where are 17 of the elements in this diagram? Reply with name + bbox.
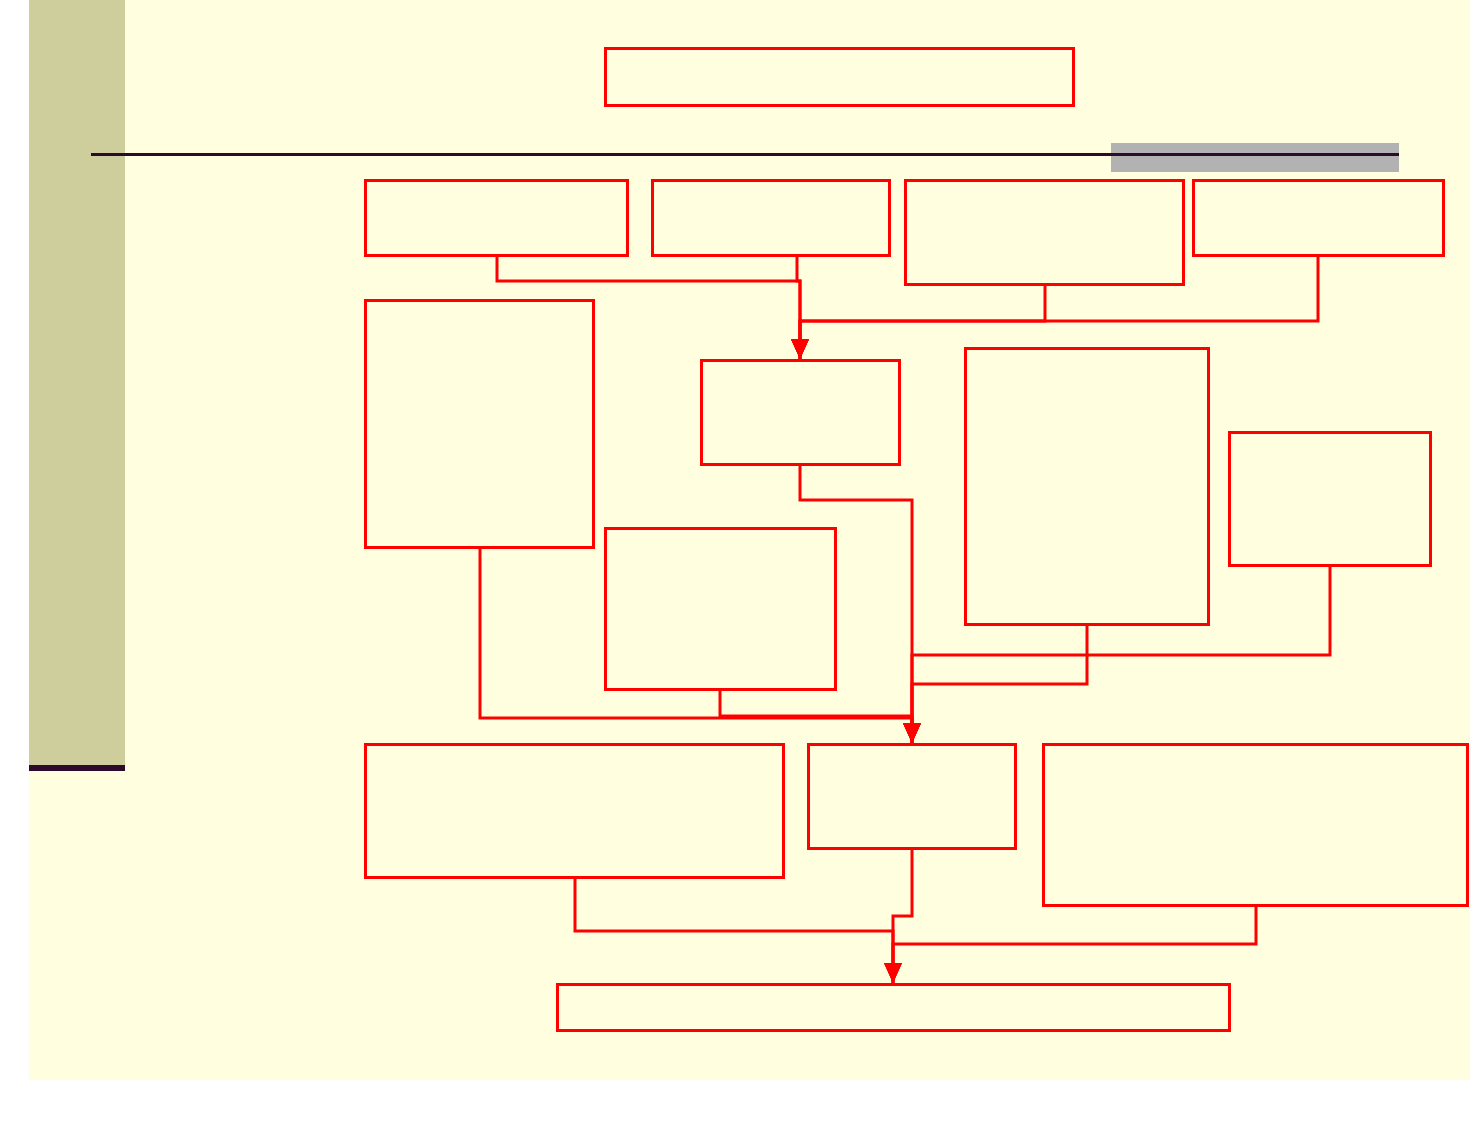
process-box bbox=[1228, 431, 1432, 567]
title-box bbox=[604, 47, 1075, 107]
arrow bbox=[884, 907, 1258, 983]
process-box bbox=[651, 179, 891, 257]
arrow bbox=[903, 567, 1332, 743]
process-box bbox=[364, 179, 629, 257]
process-box bbox=[604, 527, 837, 691]
process-box bbox=[364, 743, 785, 879]
arrow bbox=[791, 257, 1320, 359]
process-box bbox=[904, 179, 1185, 286]
process-box bbox=[1042, 743, 1469, 907]
process-box bbox=[807, 743, 1017, 850]
process-box bbox=[1192, 179, 1445, 257]
process-box bbox=[964, 347, 1210, 626]
process-box bbox=[556, 983, 1231, 1032]
process-box bbox=[700, 359, 901, 466]
process-box bbox=[364, 299, 595, 549]
